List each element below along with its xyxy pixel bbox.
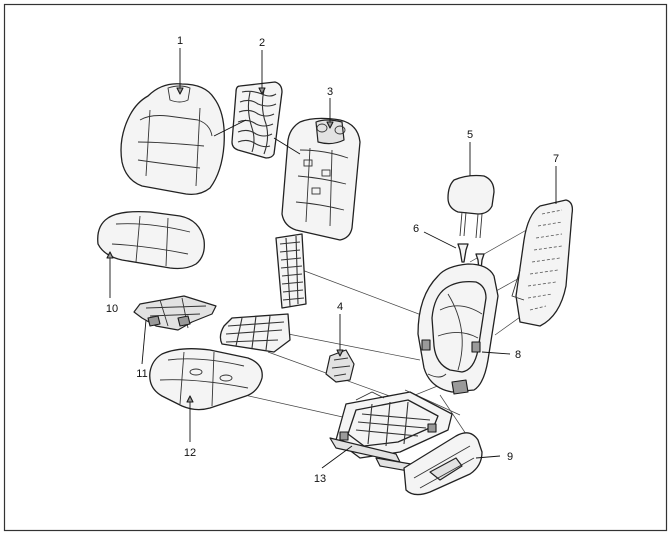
leader-9 (475, 455, 501, 459)
seat-back-frame (417, 263, 499, 395)
leader-11 (141, 319, 147, 365)
callout-3: 3 (327, 86, 333, 98)
callout-10: 10 (106, 303, 118, 315)
seat-back-rear-panel (511, 199, 574, 327)
callout-1: 1 (177, 35, 183, 47)
callout-9: 9 (507, 451, 513, 463)
leader-8 (481, 351, 511, 355)
cushion-heater-mat-flat (219, 313, 291, 353)
callout-2: 2 (259, 37, 265, 49)
callout-4: 4 (337, 301, 343, 313)
seat-back-cover (120, 83, 225, 196)
side-cover-small (325, 349, 355, 383)
callout-6: 6 (413, 223, 419, 235)
callout-13: 13 (314, 473, 326, 485)
cushion-bracket (133, 295, 217, 331)
callout-5: 5 (467, 129, 473, 141)
callout-labels: 1 2 3 4 5 6 7 8 9 10 11 12 13 (106, 35, 559, 485)
leader-2b (273, 137, 301, 155)
seat-side-shield (403, 432, 483, 496)
callout-7: 7 (553, 153, 559, 165)
seat-back-heater-pad (231, 81, 283, 159)
seat-back-pad (281, 117, 361, 241)
seat-cushion-cover (97, 210, 205, 270)
callout-11: 11 (136, 368, 147, 380)
cushion-heater-mat-upright (275, 233, 307, 309)
leader-6 (423, 231, 457, 249)
callout-12: 12 (184, 447, 196, 459)
callout-8: 8 (515, 349, 521, 361)
seat-cushion-pad (149, 348, 263, 411)
leader-lines (109, 48, 557, 469)
leader-13 (321, 445, 353, 469)
leader-arrowheads (106, 87, 344, 403)
leader-1b (213, 119, 247, 137)
diagram-frame (3, 3, 668, 532)
headrest (447, 174, 495, 239)
